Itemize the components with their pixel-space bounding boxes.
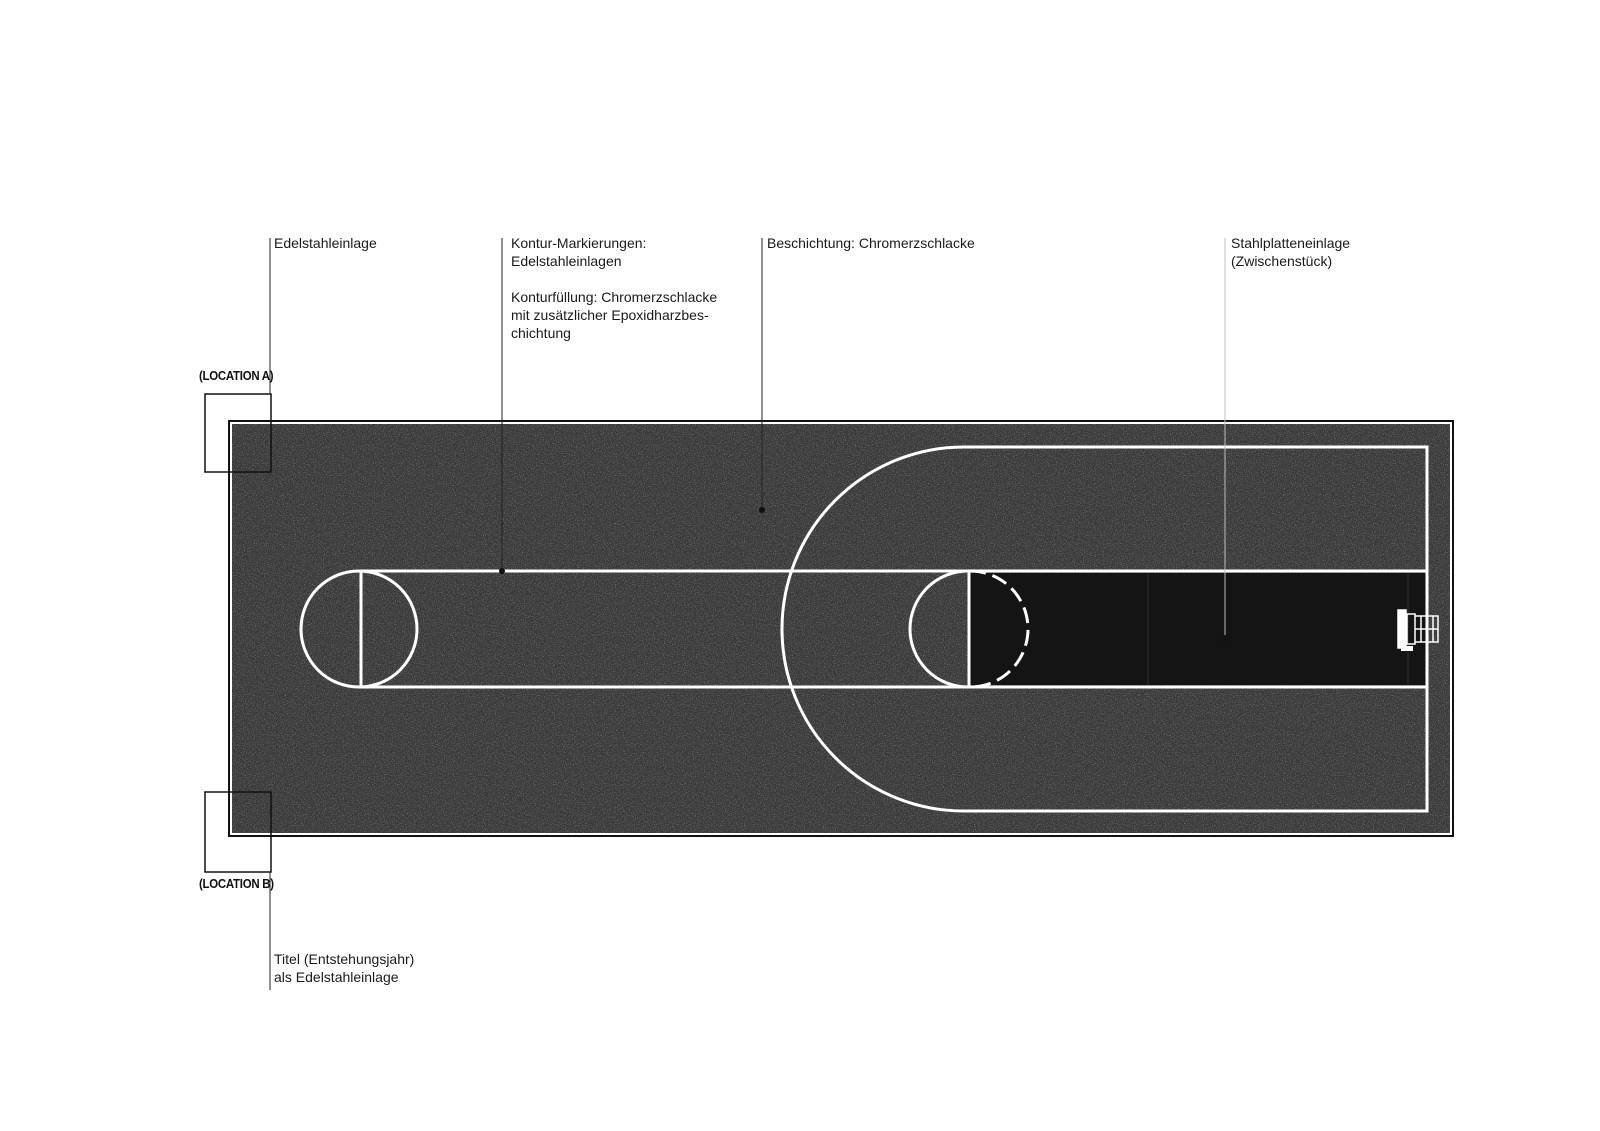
label-stahlplatte-group: Stahlplatteneinlage (Zwischenstück) (1231, 234, 1350, 270)
location-b-frame (204, 791, 272, 873)
free-throw-arc-solid (908, 569, 969, 689)
location-a-label: (LOCATION A) (199, 368, 274, 383)
label-stahlplatte-line1: Stahlplatteneinlage (1231, 235, 1351, 251)
three-point-line (780, 445, 1429, 813)
court-outer-border (228, 420, 1454, 837)
label-fuellung-line3: chichtung (511, 325, 571, 341)
label-kontur-line2: Edelstahleinlagen (511, 253, 622, 269)
label-edelstahleinlage: Edelstahleinlage (274, 235, 377, 251)
location-b-label: (LOCATION B) (199, 876, 274, 891)
steel-plate-insert (970, 573, 1427, 685)
label-stahlplatte-line2: (Zwischenstück) (1231, 253, 1333, 269)
leader-lines (269, 238, 1226, 990)
free-throw-arc-dashed (969, 569, 1030, 689)
court-markings (299, 445, 1429, 813)
label-fuellung-line2: mit zusätzlicher Epoxidharzbes- (511, 307, 709, 323)
label-fuellung-line1: Konturfüllung: Chromerzschlacke (511, 289, 718, 305)
label-beschichtung: Beschichtung: Chromerzschlacke (767, 235, 975, 251)
label-titel-line1: Titel (Entstehungsjahr) (274, 951, 415, 967)
leader-dots (499, 507, 1228, 641)
label-kontur-line1: Kontur-Markierungen: (511, 235, 647, 251)
basket-icon (1397, 609, 1439, 651)
label-titel-group: Titel (Entstehungsjahr) als Edelstahlein… (274, 950, 414, 986)
left-circle (299, 569, 419, 689)
label-titel-line2: als Edelstahleinlage (274, 969, 399, 985)
location-a-frame (204, 393, 272, 473)
label-kontur-group: Kontur-Markierungen: Edelstahleinlagen K… (511, 234, 717, 342)
